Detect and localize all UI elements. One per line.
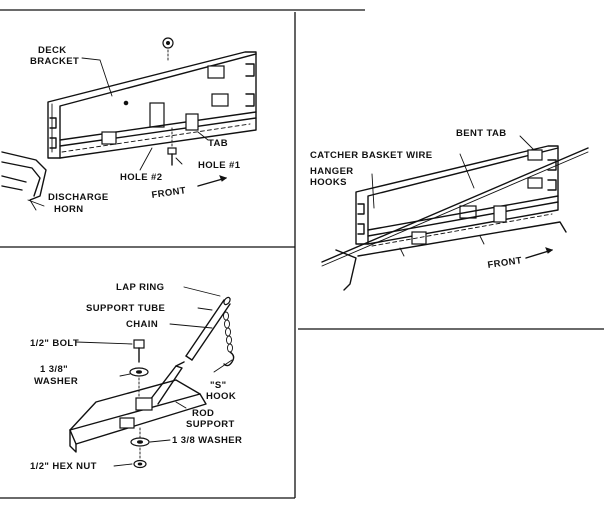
catcher-bracket	[355, 145, 559, 247]
label-front-right: FRONT	[487, 255, 523, 271]
label-hex-nut: 1/2" HEX NUT	[30, 461, 97, 472]
label-lap-ring: LAP RING	[116, 282, 164, 293]
support-tube	[185, 296, 231, 361]
label-support-tube: SUPPORT TUBE	[86, 303, 165, 314]
label-s-mark: "S"	[210, 380, 227, 391]
label-washer-2: 1 3/8 WASHER	[172, 435, 242, 446]
label-front: FRONT	[151, 185, 187, 201]
panel-frames	[0, 9, 604, 499]
label-catcher-wire: CATCHER BASKET WIRE	[310, 150, 432, 161]
label-chain: CHAIN	[126, 319, 158, 330]
chain-icon	[223, 311, 235, 367]
label-hole-2: HOLE #2	[120, 172, 162, 183]
right-panel: BENT TAB CATCHER BASKET WIRE HANGER HOOK…	[310, 128, 589, 291]
label-rod: ROD	[192, 408, 214, 419]
label-hooks: HOOKS	[310, 177, 347, 188]
label-hole-1: HOLE #1	[198, 160, 241, 171]
washer-bottom-icon	[130, 427, 150, 447]
label-washer: WASHER	[34, 376, 78, 387]
label-deck: DECK	[38, 45, 67, 56]
washer-top-icon	[129, 367, 149, 399]
label-bolt: 1/2" BOLT	[30, 338, 79, 349]
discharge-horn	[1, 151, 47, 211]
label-discharge: DISCHARGE	[48, 192, 109, 203]
label-support: SUPPORT	[186, 419, 235, 430]
bolt-top-icon	[162, 37, 174, 61]
deck-edge	[335, 221, 567, 291]
label-bent-tab: BENT TAB	[456, 128, 507, 139]
deck-bracket	[47, 51, 257, 159]
label-horn: HORN	[54, 204, 84, 215]
bolt-icon	[133, 339, 145, 363]
label-hanger: HANGER	[310, 166, 354, 177]
bolt-bottom-icon	[167, 127, 177, 166]
label-bracket: BRACKET	[30, 56, 79, 67]
label-hook: HOOK	[206, 391, 236, 402]
label-washer-size: 1 3/8"	[40, 364, 68, 375]
bottom-left-panel: LAP RING SUPPORT TUBE CHAIN 1/2" BOLT 1 …	[30, 282, 242, 472]
top-left-panel: DECK BRACKET TAB HOLE #2 HOLE #1 DISCHAR…	[1, 37, 257, 215]
support-bracket	[69, 379, 207, 453]
hex-nut-icon	[133, 447, 147, 469]
label-tab: TAB	[208, 138, 228, 149]
catcher-basket-wire	[321, 147, 589, 267]
